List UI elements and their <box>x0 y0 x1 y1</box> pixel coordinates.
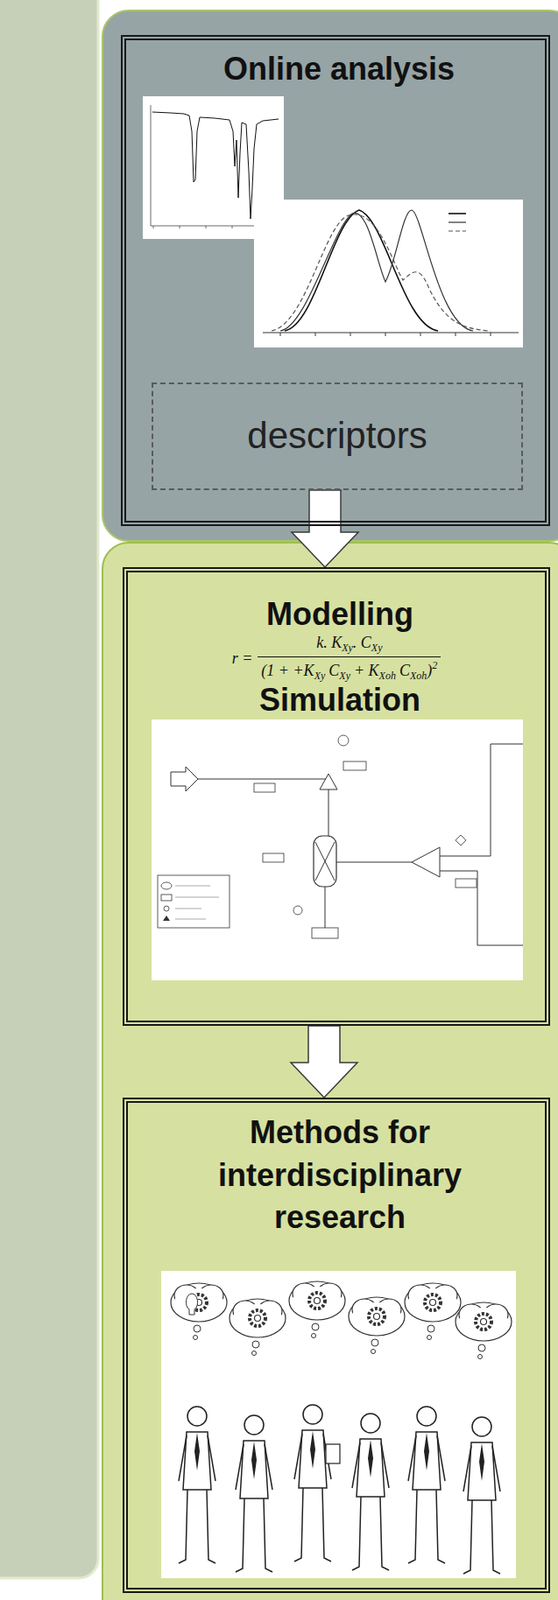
flowsheet-part <box>162 916 170 922</box>
flowsheet-part <box>254 784 276 793</box>
equation-term: k. K <box>316 634 342 652</box>
flowsheet-part <box>262 854 284 863</box>
team-cartoon-part <box>348 1298 405 1356</box>
flowsheet-part <box>157 875 230 929</box>
flowsheet-part <box>163 906 170 912</box>
gpc-chart-part <box>271 214 491 332</box>
equation-term: Xoh <box>379 670 396 683</box>
team-cartoon-part <box>170 1284 227 1342</box>
dashed-box: descriptors <box>151 382 523 491</box>
flowsheet-part <box>170 779 329 837</box>
flowsheet-part <box>336 862 412 864</box>
box-heading: Modelling <box>138 593 542 637</box>
equation-term: Xoh <box>409 670 427 683</box>
descriptor-label: descriptors <box>162 414 513 459</box>
analysis-region <box>102 10 558 542</box>
equation-term: . C <box>353 634 372 652</box>
flowsheet-part <box>343 762 367 771</box>
team-cartoon-part <box>463 1418 501 1576</box>
equation-term: Xy <box>339 670 351 683</box>
rate-equation: r =k. KXy. CXy(1 + +KXyCXy+ KXohCXoh)2 <box>127 634 545 684</box>
flowsheet-part <box>411 847 440 878</box>
equation-term: Xy <box>341 642 354 655</box>
gpc-chart-part <box>448 230 467 232</box>
equation-term: + K <box>353 662 380 680</box>
team-cartoon-part <box>178 1407 216 1565</box>
box-heading: Simulation <box>138 679 542 723</box>
modelling-region-part <box>102 543 558 1600</box>
gpc-chart-part <box>284 210 438 332</box>
flowsheet-part <box>319 774 338 791</box>
team-cartoon-part <box>404 1284 461 1342</box>
gpc-chart-part <box>262 332 519 334</box>
team-cartoon-part <box>294 1405 332 1563</box>
flowsheet-part <box>293 906 303 916</box>
equation-denominator: (1 + +KXyCXy+ KXohCXoh)2 <box>257 656 441 684</box>
team-cartoon-part <box>161 1271 516 1580</box>
flowsheet-part <box>161 895 172 902</box>
team-cartoon-part <box>185 1294 198 1316</box>
flowsheet-part <box>455 835 467 847</box>
gpc-chart <box>254 199 523 348</box>
equation-fraction: k. KXy. CXy(1 + +KXyCXy+ KXohCXoh)2 <box>257 634 441 684</box>
equation-side: r = <box>232 649 254 669</box>
modelling-region <box>102 543 558 1600</box>
flowsheet-part <box>324 887 326 929</box>
team-cartoon-part <box>235 1416 273 1574</box>
process-box: descriptors Online analysis <box>120 35 551 527</box>
team-cartoon-part <box>352 1414 389 1572</box>
gpc-chart-part <box>448 212 467 215</box>
block-arrow <box>290 1026 358 1099</box>
gpc-chart-part <box>448 221 467 223</box>
box-heading: Methods for interdisciplinary research <box>182 1112 498 1241</box>
box-heading: Online analysis <box>137 48 541 92</box>
flowsheet-part <box>455 879 477 889</box>
equation-term: ) <box>426 662 432 680</box>
equation-numerator: k. KXy. CXy <box>312 634 386 657</box>
flowsheet-part <box>338 735 349 747</box>
flowsheet-part <box>175 886 219 920</box>
process-box: Methods for interdisciplinary research <box>122 1098 551 1595</box>
flowsheet-part <box>161 882 172 890</box>
equation-term: Xy <box>314 670 326 683</box>
process-box: ModellingSimulationr =k. KXy. CXy(1 + +K… <box>122 567 551 1027</box>
gpc-chart-part <box>254 199 523 348</box>
team-cartoon-part <box>229 1299 286 1357</box>
side-panel-part <box>0 0 99 1580</box>
team-cartoon-part <box>408 1407 445 1565</box>
gpc-chart-part <box>280 332 491 337</box>
flowsheet-part <box>315 842 335 882</box>
equation-term: C <box>328 662 340 680</box>
flowsheet-part <box>311 928 339 940</box>
team-cartoon-part <box>289 1282 346 1340</box>
flowsheet-part <box>170 767 198 792</box>
ir-spectrum-part <box>153 226 259 229</box>
equation-term: (1 + +K <box>261 662 314 680</box>
analysis-region-part <box>102 10 558 542</box>
flowsheet <box>151 720 523 982</box>
equation-term: C <box>399 662 410 680</box>
flowsheet-part <box>313 836 337 888</box>
side-panel <box>0 0 99 1580</box>
flowsheet-part <box>151 720 523 982</box>
equation-term: r = <box>232 649 254 668</box>
equation-term: 2 <box>431 659 438 672</box>
team-cartoon <box>161 1271 516 1580</box>
flowsheet-part <box>439 744 523 947</box>
block-arrow <box>291 490 359 568</box>
equation-term: Xy <box>371 642 383 655</box>
team-cartoon-part <box>325 1445 340 1465</box>
team-cartoon-part <box>455 1303 512 1361</box>
